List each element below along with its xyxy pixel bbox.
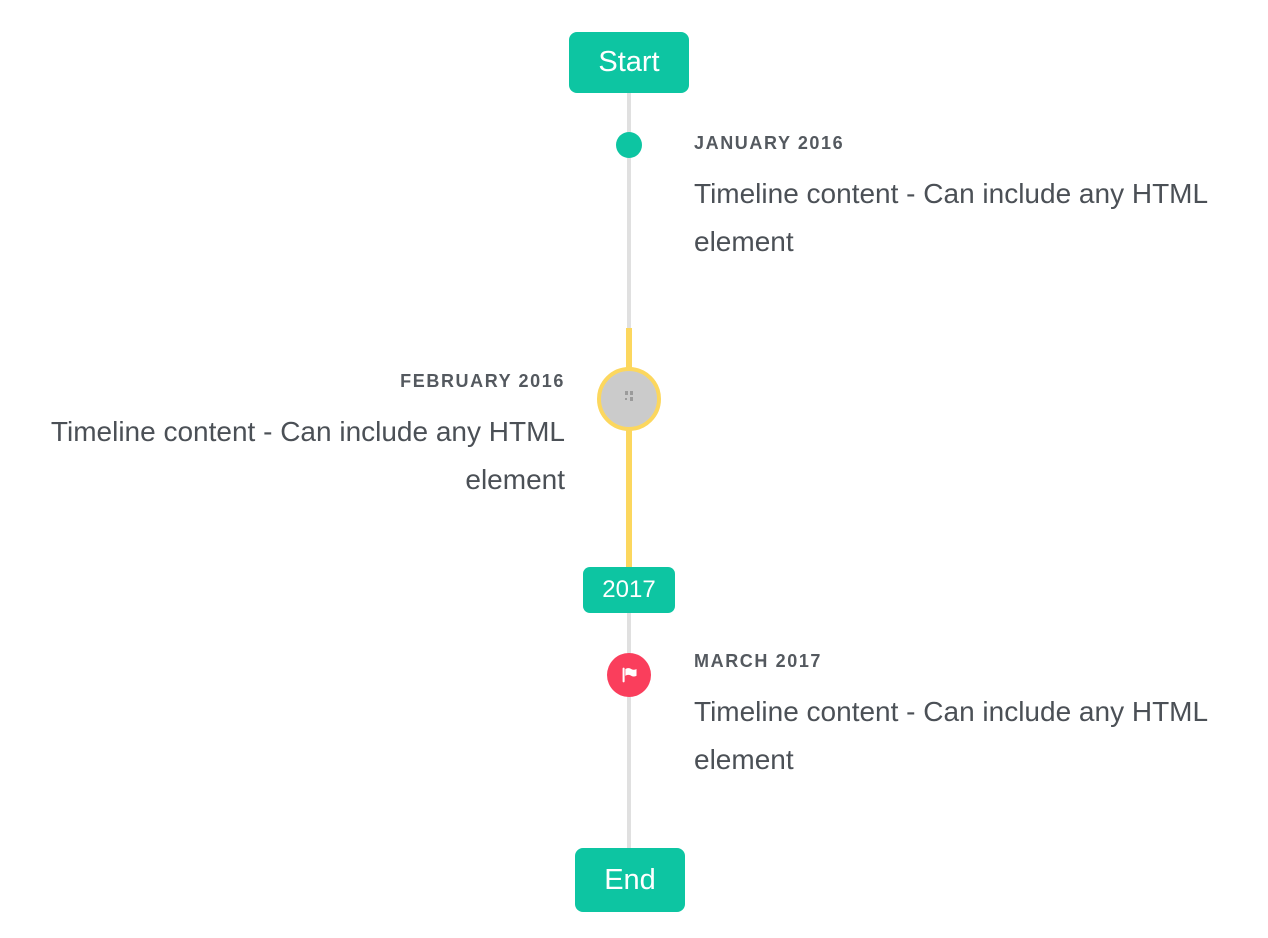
entry-date-label: JANUARY 2016	[694, 133, 845, 153]
broken-image-icon	[622, 390, 637, 408]
timeline-end-badge: End	[575, 848, 685, 912]
timeline-flag-marker[interactable]	[607, 653, 651, 697]
entry-content-text: Timeline content - Can include any HTML …	[694, 178, 1208, 257]
timeline-image-marker[interactable]	[597, 367, 661, 431]
entry-date-label: FEBRUARY 2016	[400, 371, 565, 391]
entry-content-text: Timeline content - Can include any HTML …	[50, 416, 565, 495]
timeline-start-badge: Start	[569, 32, 689, 93]
timeline-entry-march: MARCH 2017 Timeline content - Can includ…	[694, 648, 1234, 784]
timeline-entry-january: JANUARY 2016 Timeline content - Can incl…	[694, 130, 1234, 266]
timeline-dot-marker[interactable]	[616, 132, 642, 158]
entry-content-text: Timeline content - Can include any HTML …	[694, 696, 1208, 775]
flag-icon	[618, 664, 640, 686]
timeline-year-badge: 2017	[583, 567, 675, 613]
timeline-entry-february: FEBRUARY 2016 Timeline content - Can inc…	[25, 368, 565, 504]
timeline-line-highlight	[626, 328, 632, 568]
entry-date-label: MARCH 2017	[694, 651, 823, 671]
